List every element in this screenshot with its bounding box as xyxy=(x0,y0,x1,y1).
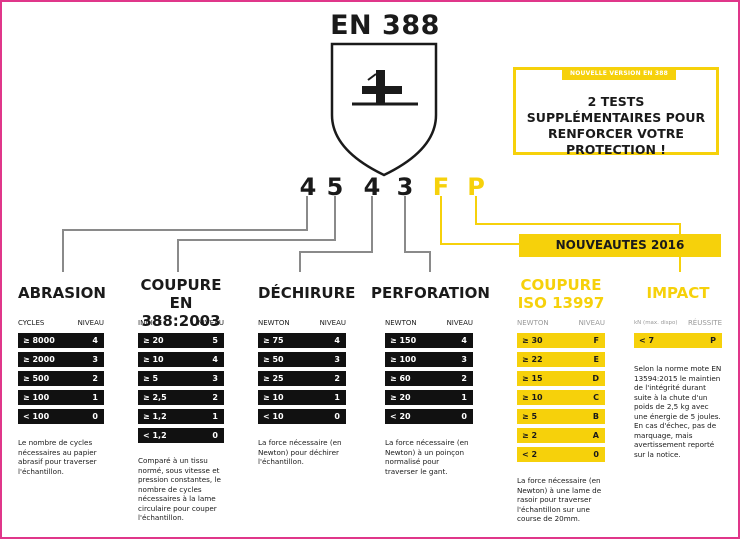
new-2016-banner: NOUVEAUTES 2016 xyxy=(519,234,721,257)
header-right: NIVEAU xyxy=(578,319,605,327)
table-header: NEWTON NIVEAU xyxy=(517,319,605,329)
column-description: La force nécessaire (en Newton) à un poi… xyxy=(385,438,469,476)
table-header: CYCLES NIVEAU xyxy=(18,319,104,329)
promo-box: NOUVELLE VERSION EN 388 2 TESTS SUPPLÉME… xyxy=(513,67,719,157)
column-title: PERFORATION xyxy=(371,284,490,302)
header-right: NIVEAU xyxy=(446,319,473,327)
rating-digit-abrasion: 4 xyxy=(299,173,317,201)
header-left: NEWTON xyxy=(385,319,417,327)
column-title: ABRASION xyxy=(18,284,106,302)
rating-digit-impact: P xyxy=(467,173,485,201)
promo-tag: NOUVELLE VERSION EN 388 xyxy=(562,67,677,80)
rating-digit-dechirure: 4 xyxy=(363,173,381,201)
header-left: NEWTON xyxy=(517,319,549,327)
header-left: INDICE xyxy=(138,319,163,327)
column-description: La force nécessaire (en Newton) pour déc… xyxy=(258,438,342,466)
promo-text: 2 TESTS SUPPLÉMENTAIRES POUR RENFORCER V… xyxy=(526,94,706,157)
connector-abrasion xyxy=(62,196,308,272)
connector-dechirure xyxy=(299,196,373,272)
rating-digit-coupure-iso: F xyxy=(432,173,450,201)
column-description: Le nombre de cycles nécessaires au papie… xyxy=(18,438,97,476)
header-left: NEWTON xyxy=(258,319,290,327)
table-header: kN (max. dispo) RÉUSSITE xyxy=(634,319,722,329)
table-header: INDICE NIVEAU xyxy=(138,319,224,329)
rating-digit-coupure: 5 xyxy=(326,173,344,201)
column-description: Selon la norme mote EN 13594:2015 le mai… xyxy=(634,364,722,459)
header-right: NIVEAU xyxy=(77,319,104,327)
header-right: NIVEAU xyxy=(197,319,224,327)
header-left: kN (max. dispo) xyxy=(634,320,678,326)
connector-coupure-iso xyxy=(440,196,519,245)
column-description: La force nécessaire (en Newton) à une la… xyxy=(517,476,602,523)
header-right: NIVEAU xyxy=(319,319,346,327)
column-title: DÉCHIRURE xyxy=(258,284,356,302)
table-header: NEWTON NIVEAU xyxy=(385,319,473,329)
column-title: COUPURE EN 388:2003 xyxy=(140,276,222,330)
table-header: NEWTON NIVEAU xyxy=(258,319,346,329)
shield-icon xyxy=(330,42,438,177)
header-left: CYCLES xyxy=(18,319,45,327)
column-title: COUPURE ISO 13997 xyxy=(517,276,605,312)
connector-coupure xyxy=(177,196,336,272)
column-title: IMPACT xyxy=(646,284,710,302)
header-right: RÉUSSITE xyxy=(687,319,722,327)
connector-perforation xyxy=(404,196,431,272)
rating-digit-perforation: 3 xyxy=(396,173,414,201)
page-title: EN 388 xyxy=(330,10,440,41)
column-description: Comparé à un tissu normé, sous vitesse e… xyxy=(138,456,221,522)
